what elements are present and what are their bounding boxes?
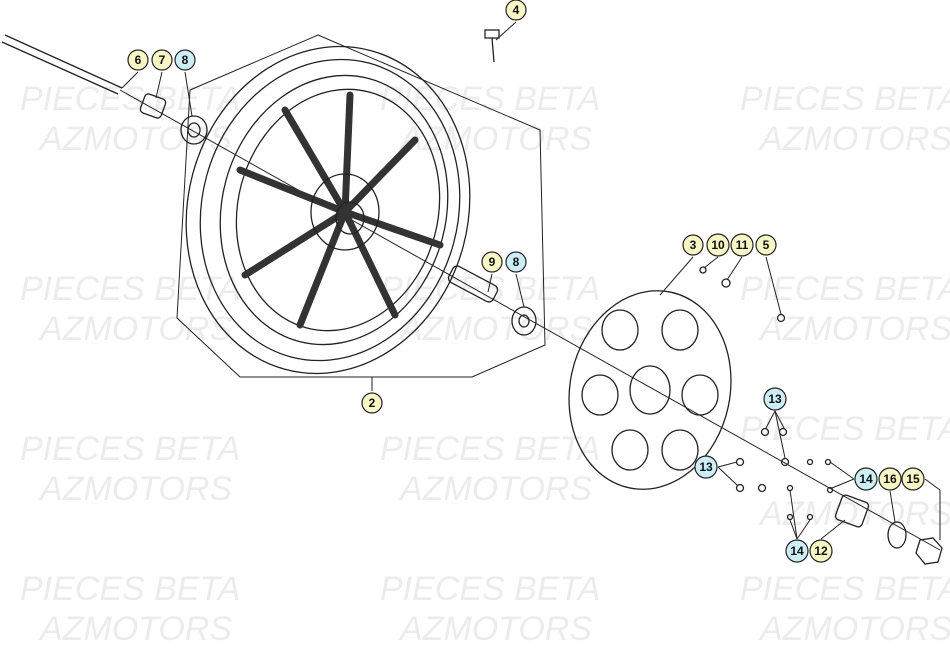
callout-number: 15 xyxy=(906,472,920,486)
watermark-text: PIECES BETA xyxy=(380,80,600,118)
bearing-part xyxy=(180,115,208,145)
watermark-text: AZMOTORS xyxy=(398,310,592,348)
watermark-text: PIECES BETA xyxy=(740,270,950,308)
watermark-text: AZMOTORS xyxy=(398,610,592,648)
watermark-text: PIECES BETA xyxy=(380,430,600,468)
callout-number: 14 xyxy=(859,472,873,486)
callout-3[interactable]: 3 xyxy=(682,234,704,256)
watermark-text: AZMOTORS xyxy=(758,610,950,648)
spacer-part xyxy=(834,494,870,528)
callout-number: 13 xyxy=(768,392,782,406)
axle xyxy=(1,34,123,95)
callout-15[interactable]: 15 xyxy=(901,467,925,491)
watermark-text: PIECES BETA xyxy=(20,570,240,608)
callout-10[interactable]: 10 xyxy=(706,233,730,257)
callout-13[interactable]: 13 xyxy=(694,455,718,479)
callout-number: 13 xyxy=(699,460,713,474)
callout-number: 4 xyxy=(513,3,520,17)
watermark-text: AZMOTORS xyxy=(758,310,950,348)
callout-13[interactable]: 13 xyxy=(763,387,787,411)
callout-9[interactable]: 9 xyxy=(481,251,503,273)
callout-number: 8 xyxy=(513,255,520,269)
watermark-text: AZMOTORS xyxy=(38,470,232,508)
callout-number: 5 xyxy=(763,238,770,252)
callout-number: 8 xyxy=(182,53,189,67)
callout-7[interactable]: 7 xyxy=(151,49,173,71)
callout-8[interactable]: 8 xyxy=(174,49,196,71)
callout-12[interactable]: 12 xyxy=(809,539,833,563)
callout-number: 11 xyxy=(736,238,749,252)
watermark-text: PIECES BETA xyxy=(20,80,240,118)
nut-part xyxy=(915,537,943,565)
callout-16[interactable]: 16 xyxy=(878,467,902,491)
watermarks: PIECES BETA AZMOTORS PIECES BETA AZMOTOR… xyxy=(20,80,950,648)
watermark-text: PIECES BETA xyxy=(20,270,240,308)
callout-14[interactable]: 14 xyxy=(785,539,809,563)
brake-disc xyxy=(568,290,732,490)
callout-number: 7 xyxy=(159,53,166,67)
spacer-part xyxy=(447,265,499,303)
callout-number: 9 xyxy=(489,255,496,269)
callout-number: 10 xyxy=(711,238,725,252)
wheel-assembly-outline xyxy=(176,34,546,378)
callout-number: 16 xyxy=(883,472,897,486)
callout-number: 14 xyxy=(790,544,804,558)
watermark-text: AZMOTORS xyxy=(758,120,950,158)
watermark-text: PIECES BETA xyxy=(380,570,600,608)
washer-part xyxy=(887,521,907,549)
watermark-text: AZMOTORS xyxy=(38,610,232,648)
assembly-axis-line xyxy=(119,89,941,551)
watermark-text: AZMOTORS xyxy=(398,120,592,158)
callout-14[interactable]: 14 xyxy=(854,467,878,491)
callout-2[interactable]: 2 xyxy=(361,392,383,414)
watermark-text: PIECES BETA xyxy=(740,410,950,448)
bearing-bore xyxy=(518,314,530,328)
leader-lines xyxy=(121,21,941,540)
callout-6[interactable]: 6 xyxy=(127,49,149,71)
valve-part xyxy=(484,29,500,63)
watermark-text: PIECES BETA xyxy=(20,430,240,468)
watermark-text: AZMOTORS xyxy=(398,470,592,508)
watermark-text: PIECES BETA xyxy=(740,80,950,118)
watermark-text: PIECES BETA xyxy=(740,570,950,608)
callout-number: 3 xyxy=(690,238,697,252)
watermark-text: AZMOTORS xyxy=(38,310,232,348)
callout-4[interactable]: 4 xyxy=(505,0,527,21)
watermark-text: AZMOTORS xyxy=(758,495,950,533)
callout-8[interactable]: 8 xyxy=(505,251,527,273)
front-wheel xyxy=(185,45,471,375)
callout-number: 12 xyxy=(814,544,828,558)
callout-11[interactable]: 11 xyxy=(730,233,754,257)
callout-number: 6 xyxy=(135,53,142,67)
callout-5[interactable]: 5 xyxy=(755,234,777,256)
callout-number: 2 xyxy=(369,396,376,410)
